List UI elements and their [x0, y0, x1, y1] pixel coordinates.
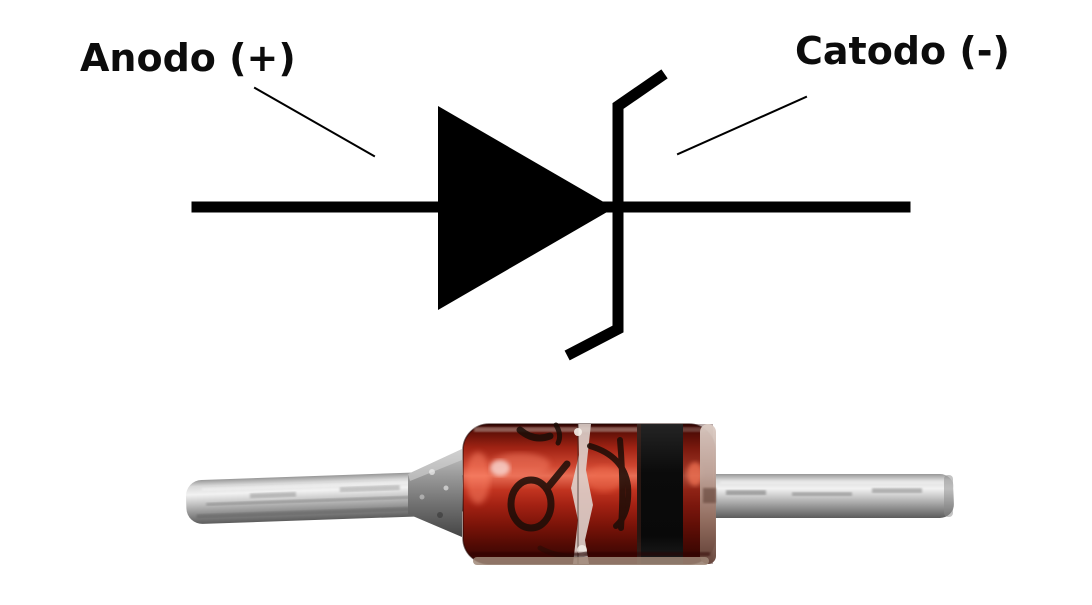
cathode-label: Catodo (-) [795, 29, 1010, 73]
anode-lead [185, 471, 469, 524]
cathode-band [637, 424, 683, 564]
diode-photo [185, 422, 954, 565]
zener-diode-symbol [191, 69, 911, 361]
glass-body [462, 422, 716, 565]
zener-cathode-bar-icon [564, 69, 668, 361]
cathode-lead [700, 474, 954, 518]
anode-triangle-icon [438, 106, 614, 310]
specular-highlight [466, 452, 490, 504]
glass-seam [571, 424, 593, 564]
specular-highlight [490, 460, 510, 476]
glass-end-cap [700, 424, 716, 564]
cathode-leader-line [676, 95, 808, 156]
specular-highlight [586, 466, 622, 492]
specular-highlight [687, 462, 703, 486]
solder-cone [408, 449, 462, 537]
body-markings [507, 422, 632, 559]
anode-label: Anodo (+) [80, 36, 296, 80]
anode-leader-line [253, 86, 376, 158]
